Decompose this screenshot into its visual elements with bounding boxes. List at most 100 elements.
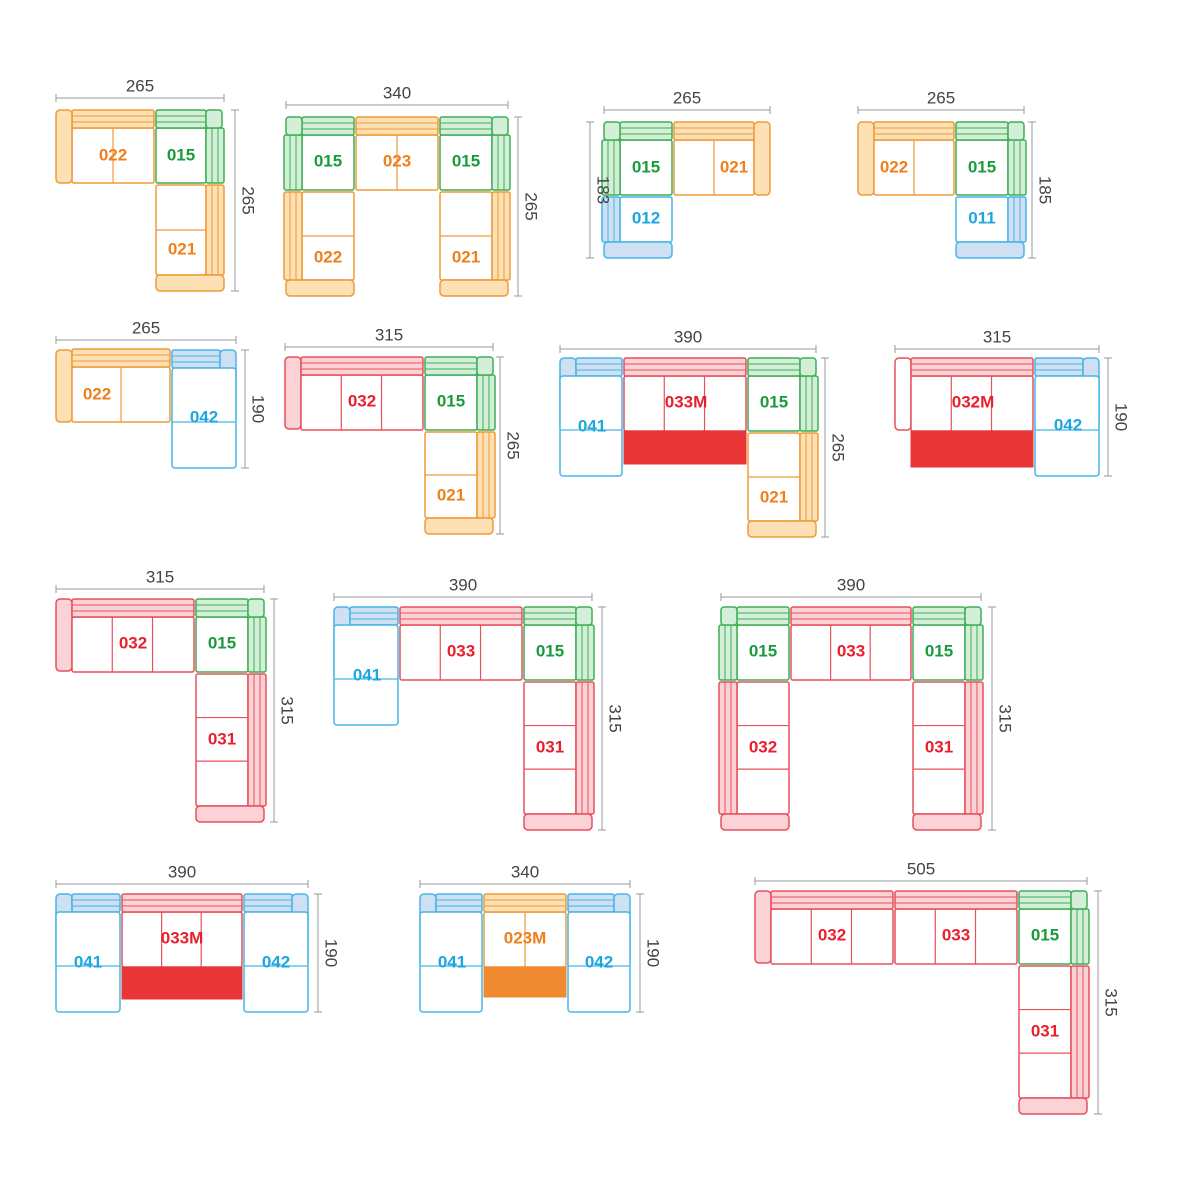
module-code: 015 bbox=[925, 641, 953, 660]
armrest bbox=[955, 241, 1025, 259]
module-code: 015 bbox=[208, 633, 236, 652]
back-cushion bbox=[355, 116, 439, 136]
chaise-longue bbox=[333, 624, 399, 726]
back-cushion bbox=[770, 890, 894, 910]
armrest bbox=[1018, 1097, 1088, 1115]
back-cushion bbox=[873, 121, 955, 141]
module-code: 015 bbox=[632, 157, 660, 176]
module-code: 015 bbox=[167, 145, 195, 164]
armrest bbox=[894, 357, 912, 431]
module-code: 042 bbox=[1054, 415, 1082, 434]
module-code: 041 bbox=[578, 416, 606, 435]
chaise-extension bbox=[623, 430, 747, 465]
height-dimension-label: 265 bbox=[522, 192, 541, 220]
back-cushion bbox=[964, 681, 984, 815]
back-cushion bbox=[575, 624, 595, 681]
corner-back bbox=[603, 121, 621, 141]
module-code: 033M bbox=[665, 392, 708, 411]
back-cushion bbox=[71, 109, 155, 129]
width-dimension-label: 315 bbox=[146, 567, 174, 586]
height-dimension-label: 190 bbox=[249, 395, 268, 423]
back-cushion bbox=[718, 624, 738, 681]
back-cushion bbox=[790, 606, 912, 626]
module-code: 021 bbox=[720, 157, 748, 176]
corner-back bbox=[964, 606, 982, 626]
chaise-longue bbox=[559, 375, 623, 477]
height-dimension-label: 315 bbox=[278, 696, 297, 724]
module-code: 032 bbox=[749, 737, 777, 756]
back-cushion bbox=[476, 431, 496, 519]
width-dimension-label: 265 bbox=[126, 76, 154, 95]
corner-back bbox=[575, 606, 593, 626]
back-cushion bbox=[491, 134, 511, 191]
back-cushion bbox=[435, 893, 483, 913]
back-cushion bbox=[1070, 908, 1090, 965]
module-code: 015 bbox=[968, 157, 996, 176]
width-dimension-label: 265 bbox=[132, 318, 160, 337]
module-code: 023M bbox=[504, 928, 547, 947]
armrest bbox=[155, 274, 225, 292]
back-cushion bbox=[619, 121, 673, 141]
module-code: 023 bbox=[383, 151, 411, 170]
height-dimension-label: 315 bbox=[1102, 988, 1121, 1016]
back-cushion bbox=[300, 356, 424, 376]
back-cushion bbox=[799, 375, 819, 432]
back-cushion bbox=[71, 893, 121, 913]
back-cushion bbox=[799, 432, 819, 522]
armrest bbox=[720, 813, 790, 831]
back-cushion bbox=[247, 673, 267, 807]
width-dimension-label: 315 bbox=[375, 325, 403, 344]
height-dimension-label: 265 bbox=[829, 433, 848, 461]
back-cushion bbox=[718, 681, 738, 815]
chaise-extension bbox=[910, 430, 1034, 468]
width-dimension-label: 265 bbox=[927, 88, 955, 107]
height-dimension-label: 190 bbox=[322, 939, 341, 967]
height-dimension-label: 265 bbox=[504, 431, 523, 459]
armrest bbox=[284, 356, 302, 430]
module-code: 021 bbox=[437, 485, 465, 504]
armrest bbox=[55, 349, 73, 423]
back-cushion bbox=[747, 357, 801, 377]
width-dimension-label: 390 bbox=[674, 327, 702, 346]
corner-back bbox=[491, 116, 509, 136]
module-code: 042 bbox=[262, 952, 290, 971]
module-code: 033 bbox=[837, 641, 865, 660]
back-cushion bbox=[476, 374, 496, 431]
module-code: 041 bbox=[74, 952, 102, 971]
module-code: 022 bbox=[83, 384, 111, 403]
sofa-layout-390x265: 041 033M 015 021 390 265 bbox=[559, 327, 848, 538]
module-code: 015 bbox=[760, 392, 788, 411]
module-code: 032 bbox=[818, 925, 846, 944]
module-code: 021 bbox=[760, 487, 788, 506]
back-cushion bbox=[912, 606, 966, 626]
module-code: 015 bbox=[452, 151, 480, 170]
module-code: 031 bbox=[208, 729, 236, 748]
width-dimension-label: 390 bbox=[449, 575, 477, 594]
corner-back bbox=[205, 109, 223, 129]
back-cushion bbox=[955, 121, 1009, 141]
module-code: 015 bbox=[536, 641, 564, 660]
module-code: 015 bbox=[437, 391, 465, 410]
back-cushion bbox=[243, 893, 293, 913]
width-dimension-label: 315 bbox=[983, 327, 1011, 346]
corner-back bbox=[720, 606, 738, 626]
back-cushion bbox=[673, 121, 755, 141]
armrest bbox=[285, 279, 355, 297]
height-dimension-label: 190 bbox=[1112, 403, 1131, 431]
armrest bbox=[439, 279, 509, 297]
module-code: 041 bbox=[438, 952, 466, 971]
chaise-longue bbox=[55, 911, 121, 1013]
height-dimension-label: 265 bbox=[239, 186, 258, 214]
back-cushion bbox=[623, 357, 747, 377]
back-cushion bbox=[283, 134, 303, 191]
module-code: 032 bbox=[348, 391, 376, 410]
chaise-longue bbox=[567, 911, 631, 1013]
module-code: 033M bbox=[161, 928, 204, 947]
back-cushion bbox=[247, 616, 267, 673]
